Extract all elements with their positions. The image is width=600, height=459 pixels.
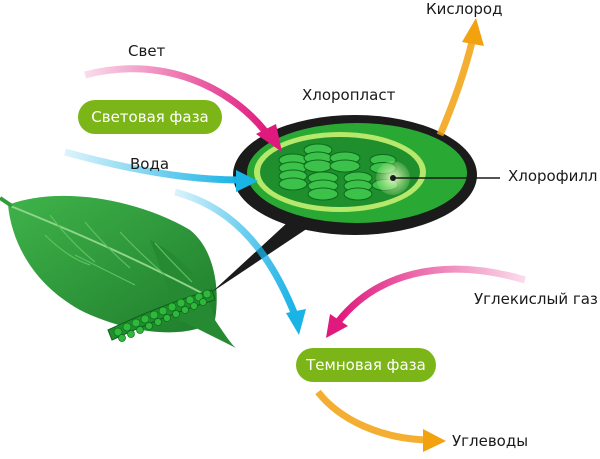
chloroplast-label: Хлоропласт [302,86,396,104]
dark-phase-badge: Темновая фаза [296,348,436,382]
oxygen-label: Кислород [426,0,503,18]
zoom-wedge [212,222,308,292]
co2-arrow [326,265,526,338]
carbs-label: Углеводы [452,432,529,450]
water-arrow [64,148,258,192]
leaf [0,195,236,348]
water-dark-arrow [174,188,306,335]
leaf-cells [107,289,216,342]
light-label: Свет [128,42,166,60]
water-label: Вода [130,155,170,173]
chlorophyll-label: Хлорофилл [508,167,598,185]
co2-label: Углекислый газ [474,290,598,308]
light-phase-badge: Световая фаза [78,100,222,134]
oxygen-arrow [436,18,484,137]
carbs-arrow [315,389,446,452]
light-arrow [84,65,282,152]
chloroplast [233,115,477,235]
